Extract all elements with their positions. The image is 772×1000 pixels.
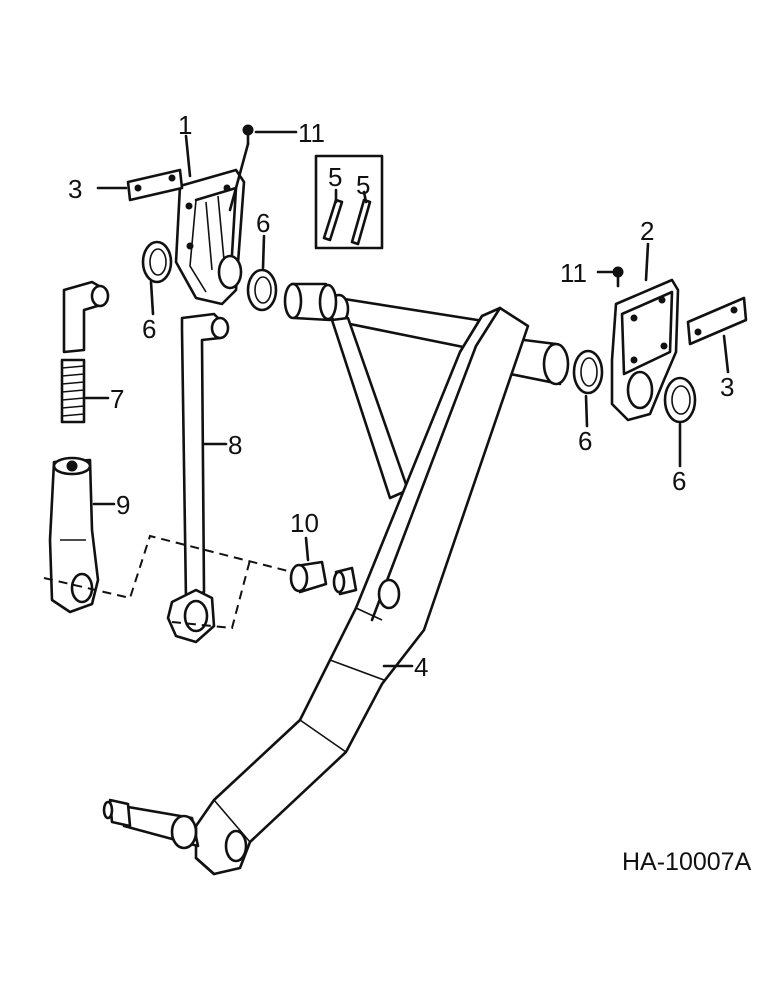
callout-6-c: 6	[578, 426, 592, 456]
bracket-part-1	[174, 168, 246, 306]
bracket-part-2	[610, 278, 680, 422]
callout-5-right: 5	[356, 170, 370, 200]
callout-6-b: 6	[256, 208, 270, 238]
elbow-fitting	[62, 280, 110, 354]
callout-6-d: 6	[672, 466, 686, 496]
callout-10: 10	[290, 508, 319, 538]
assembly-lines	[43, 534, 293, 630]
bushing-part-10	[289, 560, 358, 596]
clevis-part-9	[48, 456, 100, 614]
callout-2: 2	[640, 216, 654, 246]
callout-9: 9	[116, 490, 130, 520]
callout-3-right: 3	[720, 372, 734, 402]
threaded-rod-part-7	[60, 358, 86, 424]
callout-labels: 1 2 3 3 4 5 5 6 6 6 6 7 8 9 10 11 11	[68, 110, 734, 682]
frame-bushing	[283, 282, 338, 322]
grease-fitting-part-11	[242, 124, 624, 288]
pedal-arm-part-4	[102, 293, 570, 876]
figure-reference: HA-10007A	[622, 848, 752, 876]
callout-3-left: 3	[68, 174, 82, 204]
callout-1: 1	[178, 110, 192, 140]
plate-part-3-left	[126, 168, 184, 202]
callout-7: 7	[110, 384, 124, 414]
callout-8: 8	[228, 430, 242, 460]
roll-pins-part-5	[314, 154, 384, 250]
callout-11-top: 11	[298, 118, 325, 148]
callout-6-a: 6	[142, 314, 156, 344]
washer-part-6	[141, 240, 697, 424]
callout-11-right: 11	[560, 258, 587, 288]
leader-lines	[84, 130, 730, 668]
callout-4: 4	[414, 652, 428, 682]
plate-part-3-right	[686, 296, 748, 346]
rod-part-8	[166, 312, 230, 644]
callout-5-left: 5	[328, 162, 342, 192]
